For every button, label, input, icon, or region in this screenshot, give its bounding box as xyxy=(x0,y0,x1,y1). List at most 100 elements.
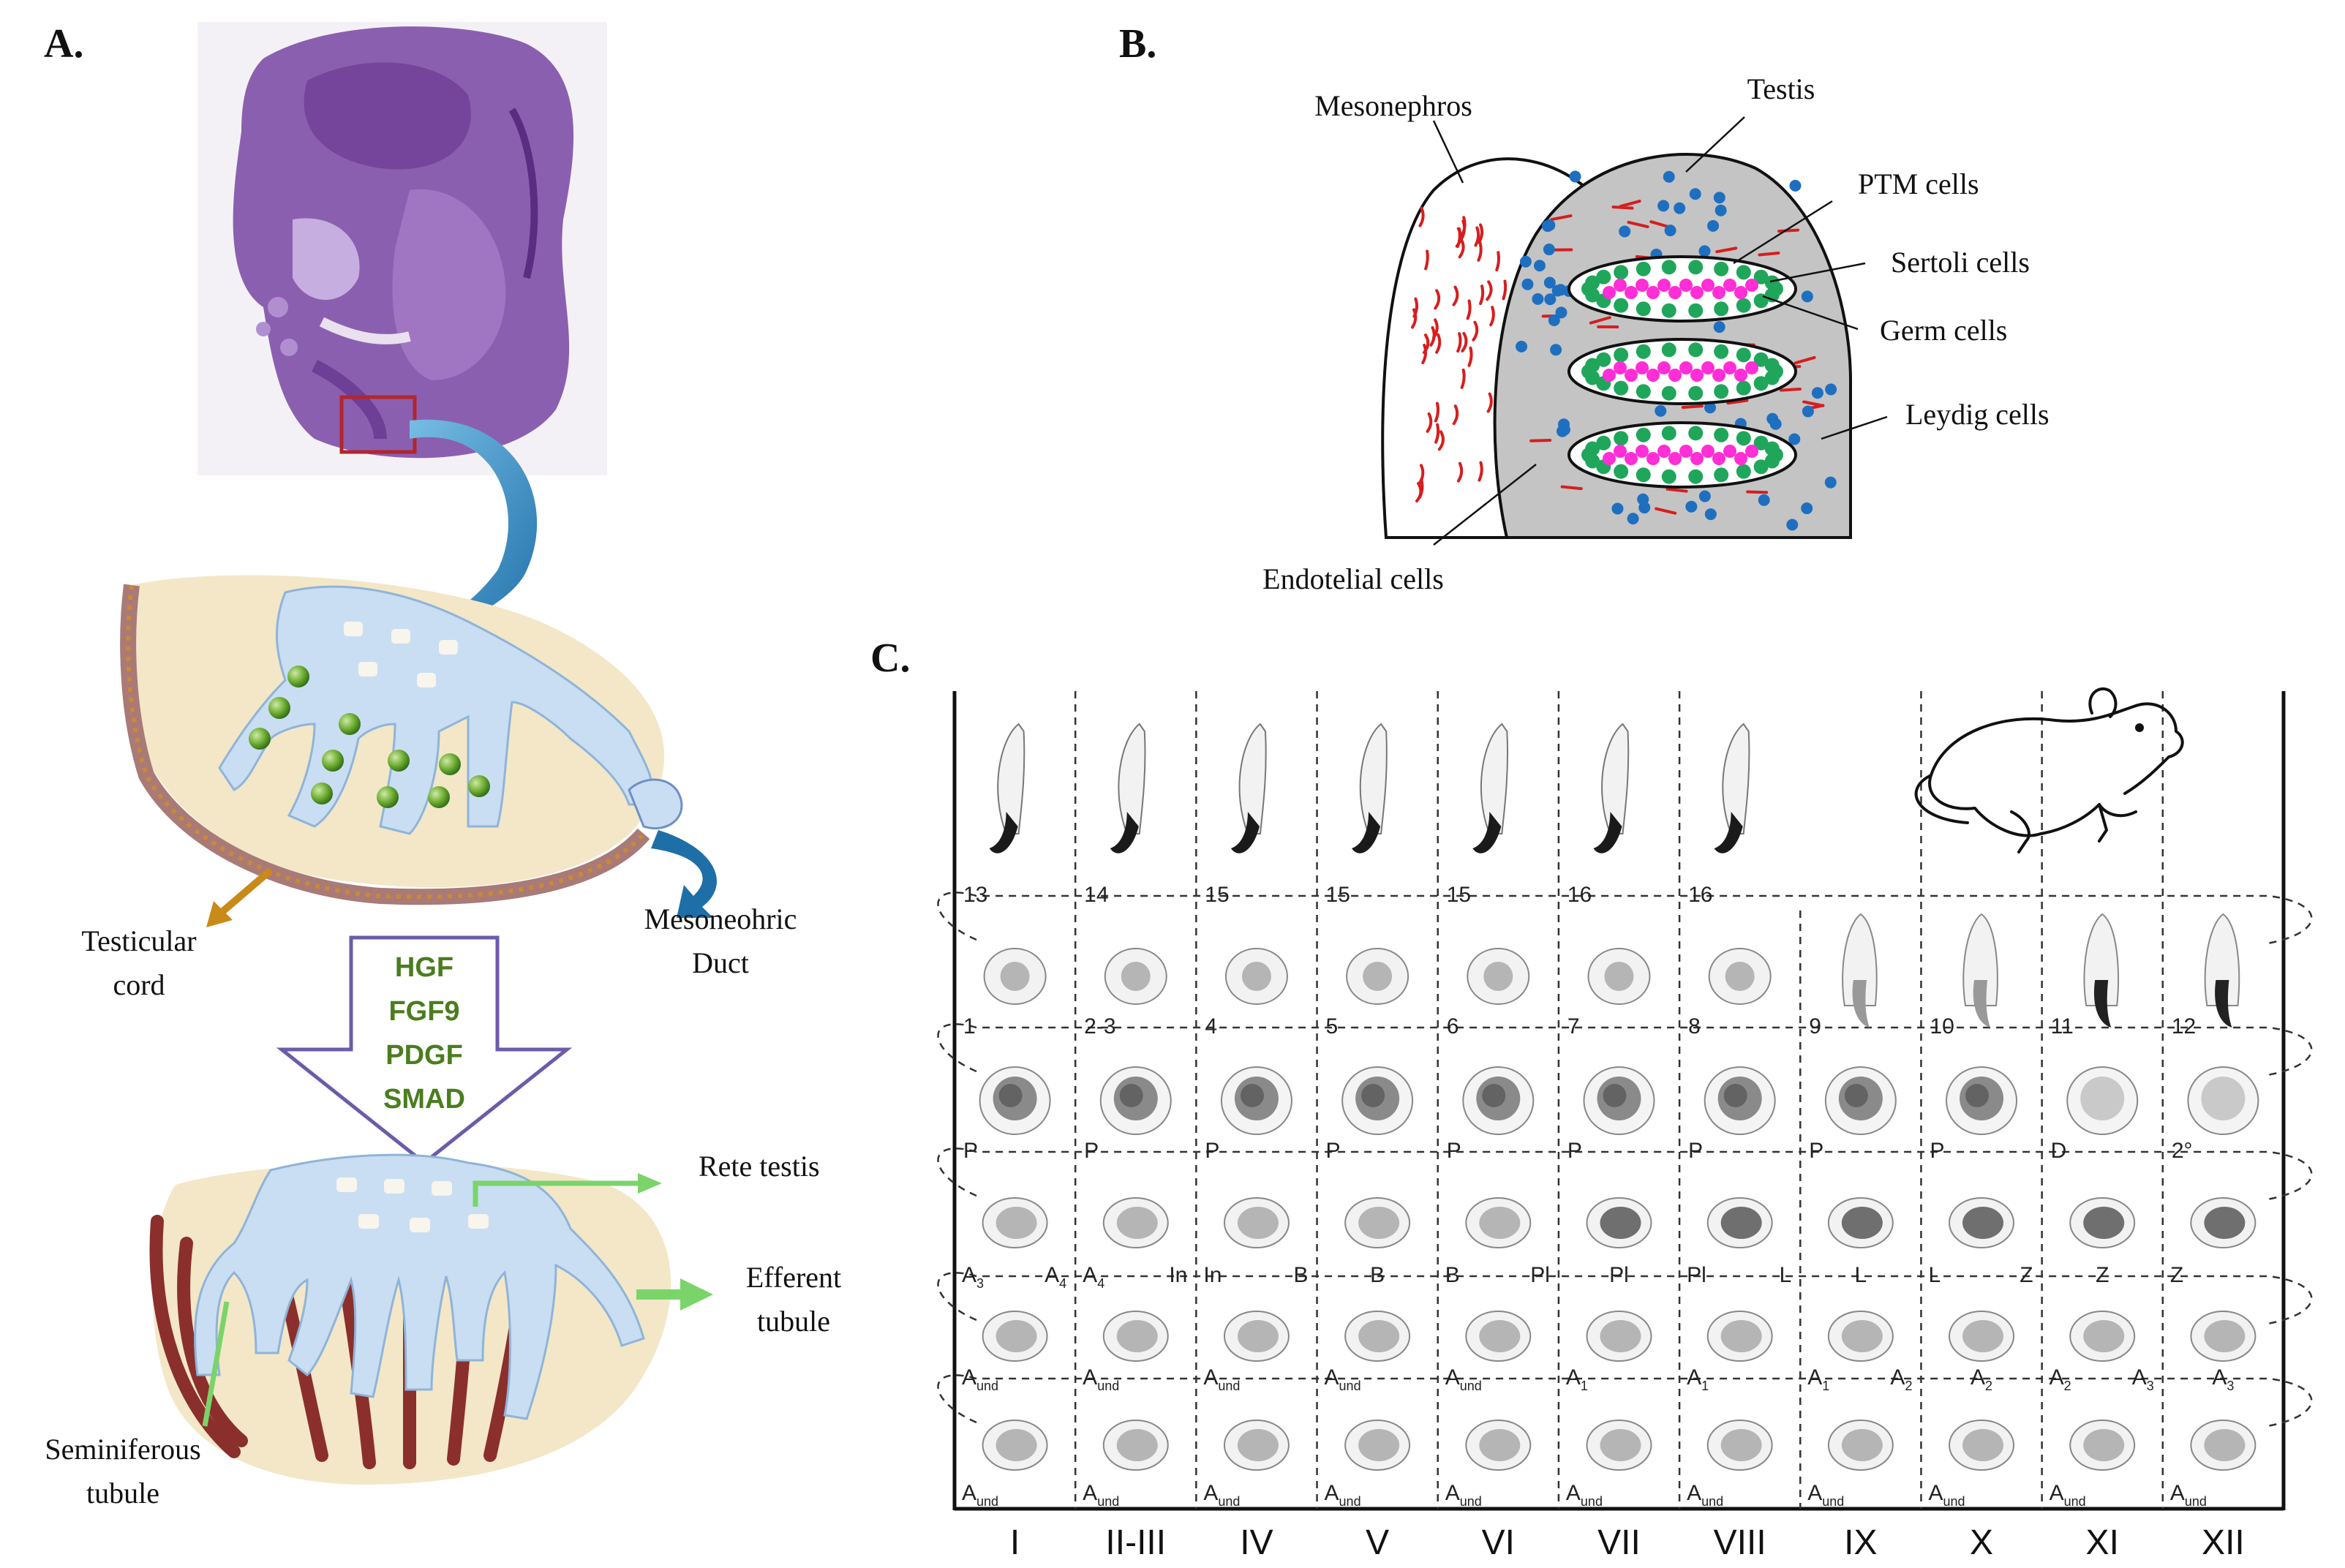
mesonephros-streak xyxy=(1461,331,1468,353)
cell-stage-label: 15 xyxy=(1326,883,1350,907)
germ-cell-stem: Aund xyxy=(1325,1420,1411,1509)
leydig-cell xyxy=(1637,493,1649,505)
leydig-cell xyxy=(1714,204,1727,216)
germ-cell xyxy=(1712,452,1725,465)
sertoli-cell xyxy=(1688,342,1704,358)
germ-cell-stem: A3 xyxy=(2190,1311,2256,1393)
mesonephros-streak xyxy=(1479,284,1485,306)
leydig-cell xyxy=(1698,245,1711,257)
cell-stage-label: 7 xyxy=(1567,1014,1580,1039)
germ-cell-round: 5 xyxy=(1326,948,1409,1039)
mesonephros-streak xyxy=(1502,279,1508,301)
leydig-cell xyxy=(1548,314,1560,327)
germ-cell-stem: Aund xyxy=(1203,1420,1290,1509)
leydig-cell xyxy=(1611,502,1624,515)
sertoli-label: Sertoli cells xyxy=(1891,246,2030,279)
cell-stage-label: A1 xyxy=(1687,1365,1709,1393)
leydig-cell xyxy=(1555,306,1567,319)
cell-stage-label: Aund xyxy=(1928,1481,1965,1509)
stage-label: IX xyxy=(1844,1523,1877,1562)
cell-stage-label: Pl xyxy=(1609,1263,1629,1287)
mesonephros-streak xyxy=(1477,241,1483,262)
leydig-cell xyxy=(1550,344,1562,356)
leydig-label: Leydig cells xyxy=(1905,398,2049,431)
germ-cell-stem: Aund xyxy=(2049,1420,2136,1509)
germ-cell-spermatogonia: L xyxy=(1827,1197,1894,1287)
leydig-cell xyxy=(1519,255,1532,268)
seminiferous-tubule-label-1: Seminiferous xyxy=(45,1433,200,1466)
leydig-cell xyxy=(1543,276,1556,289)
mesonephros-streak xyxy=(1421,343,1428,364)
cell-stage-label: B xyxy=(1445,1263,1460,1287)
germ-cell-stem: Aund xyxy=(1687,1420,1773,1509)
sertoli-cell xyxy=(1614,431,1629,446)
germ-cell-round: 1 xyxy=(963,948,1047,1039)
leydig-cell xyxy=(1655,404,1667,417)
germ-cell xyxy=(1734,369,1747,382)
cell-stage-label: Aund xyxy=(1083,1365,1119,1393)
cycle-wave-line xyxy=(937,1374,2313,1428)
sertoli-cell xyxy=(1753,352,1769,367)
germ-cell-spermatogonia: Pl xyxy=(1586,1197,1652,1287)
sertoli-cell xyxy=(1753,459,1769,475)
mesonephros-streak xyxy=(1437,430,1445,451)
cell-stage-label: P xyxy=(1205,1139,1219,1163)
mesonephros-streak xyxy=(1472,320,1479,342)
germ-cell xyxy=(1646,369,1660,382)
sertoli-cell xyxy=(1688,385,1704,401)
cell-stage-label: A3 xyxy=(2132,1365,2154,1393)
sertoli-cell xyxy=(1636,384,1651,399)
sertoli-cell xyxy=(1661,426,1676,441)
cell-stage-label: A4 xyxy=(1044,1263,1066,1291)
leydig-cells xyxy=(1516,170,1837,531)
mesonephros-streak xyxy=(1456,332,1462,353)
germ-cell-stem: Aund xyxy=(962,1420,1048,1509)
sertoli-cell xyxy=(1614,464,1629,479)
cell-stage-subscript: 2 xyxy=(1985,1379,1992,1393)
sertoli-cell xyxy=(1753,435,1769,451)
cell-stage-label: 11 xyxy=(2051,1014,2074,1039)
seminiferous-tubule-arrow xyxy=(202,1301,230,1427)
germ-cell xyxy=(1723,279,1736,292)
cell-stage-subscript: und xyxy=(1943,1494,1965,1509)
endothelial-streak xyxy=(1560,485,1583,491)
germ-cell-stem: Aund xyxy=(1203,1311,1290,1393)
panel-a-label: A. xyxy=(44,21,83,67)
sertoli-cell xyxy=(1596,352,1611,367)
cell-stage-subscript: 4 xyxy=(1097,1276,1104,1291)
leydig-cell xyxy=(1569,170,1581,183)
mesonephros-streak xyxy=(1489,306,1495,327)
factor-pdgf: PDGF xyxy=(385,1040,463,1071)
cell-stage-label: Aund xyxy=(1566,1481,1603,1509)
germ-cell xyxy=(1636,361,1649,374)
cell-stage-label: Z xyxy=(2170,1263,2183,1287)
cell-stage-subscript: 3 xyxy=(2227,1379,2234,1393)
germ-cell-spermatocyte: P xyxy=(1688,1066,1776,1163)
cell-stage-label: Aund xyxy=(1203,1481,1240,1509)
germ-cell-spermatocyte: 2° xyxy=(2172,1066,2259,1163)
germ-cell xyxy=(1614,445,1627,458)
stage-label: XII xyxy=(2202,1523,2245,1562)
stage-row-dividers xyxy=(937,892,2313,1428)
endothelial-streak xyxy=(1627,220,1649,229)
leydig-cell xyxy=(1698,490,1711,502)
seminiferous-tubule-label-2: tubule xyxy=(86,1477,159,1509)
leydig-cell xyxy=(1541,220,1554,233)
rete-testis-arrowhead xyxy=(638,1173,662,1194)
mesonephros-streak xyxy=(1452,285,1459,306)
mesonephros-streak xyxy=(1434,402,1440,423)
testis-cords xyxy=(1567,255,1797,489)
sertoli-cell xyxy=(1764,441,1780,456)
germ-cell-elongated: 16 xyxy=(1567,723,1630,907)
germ-cell-spermatocyte: P xyxy=(1326,1066,1414,1163)
sertoli-pointer xyxy=(1769,262,1866,283)
germ-cell-stem: Aund xyxy=(1566,1420,1652,1509)
mesonephros-streak xyxy=(1466,299,1472,320)
cell-stage-label: P xyxy=(1084,1139,1099,1163)
sertoli-cell xyxy=(1714,427,1729,442)
cell-stage-subscript: und xyxy=(976,1494,998,1509)
cell-stage-label: Aund xyxy=(1445,1365,1482,1393)
